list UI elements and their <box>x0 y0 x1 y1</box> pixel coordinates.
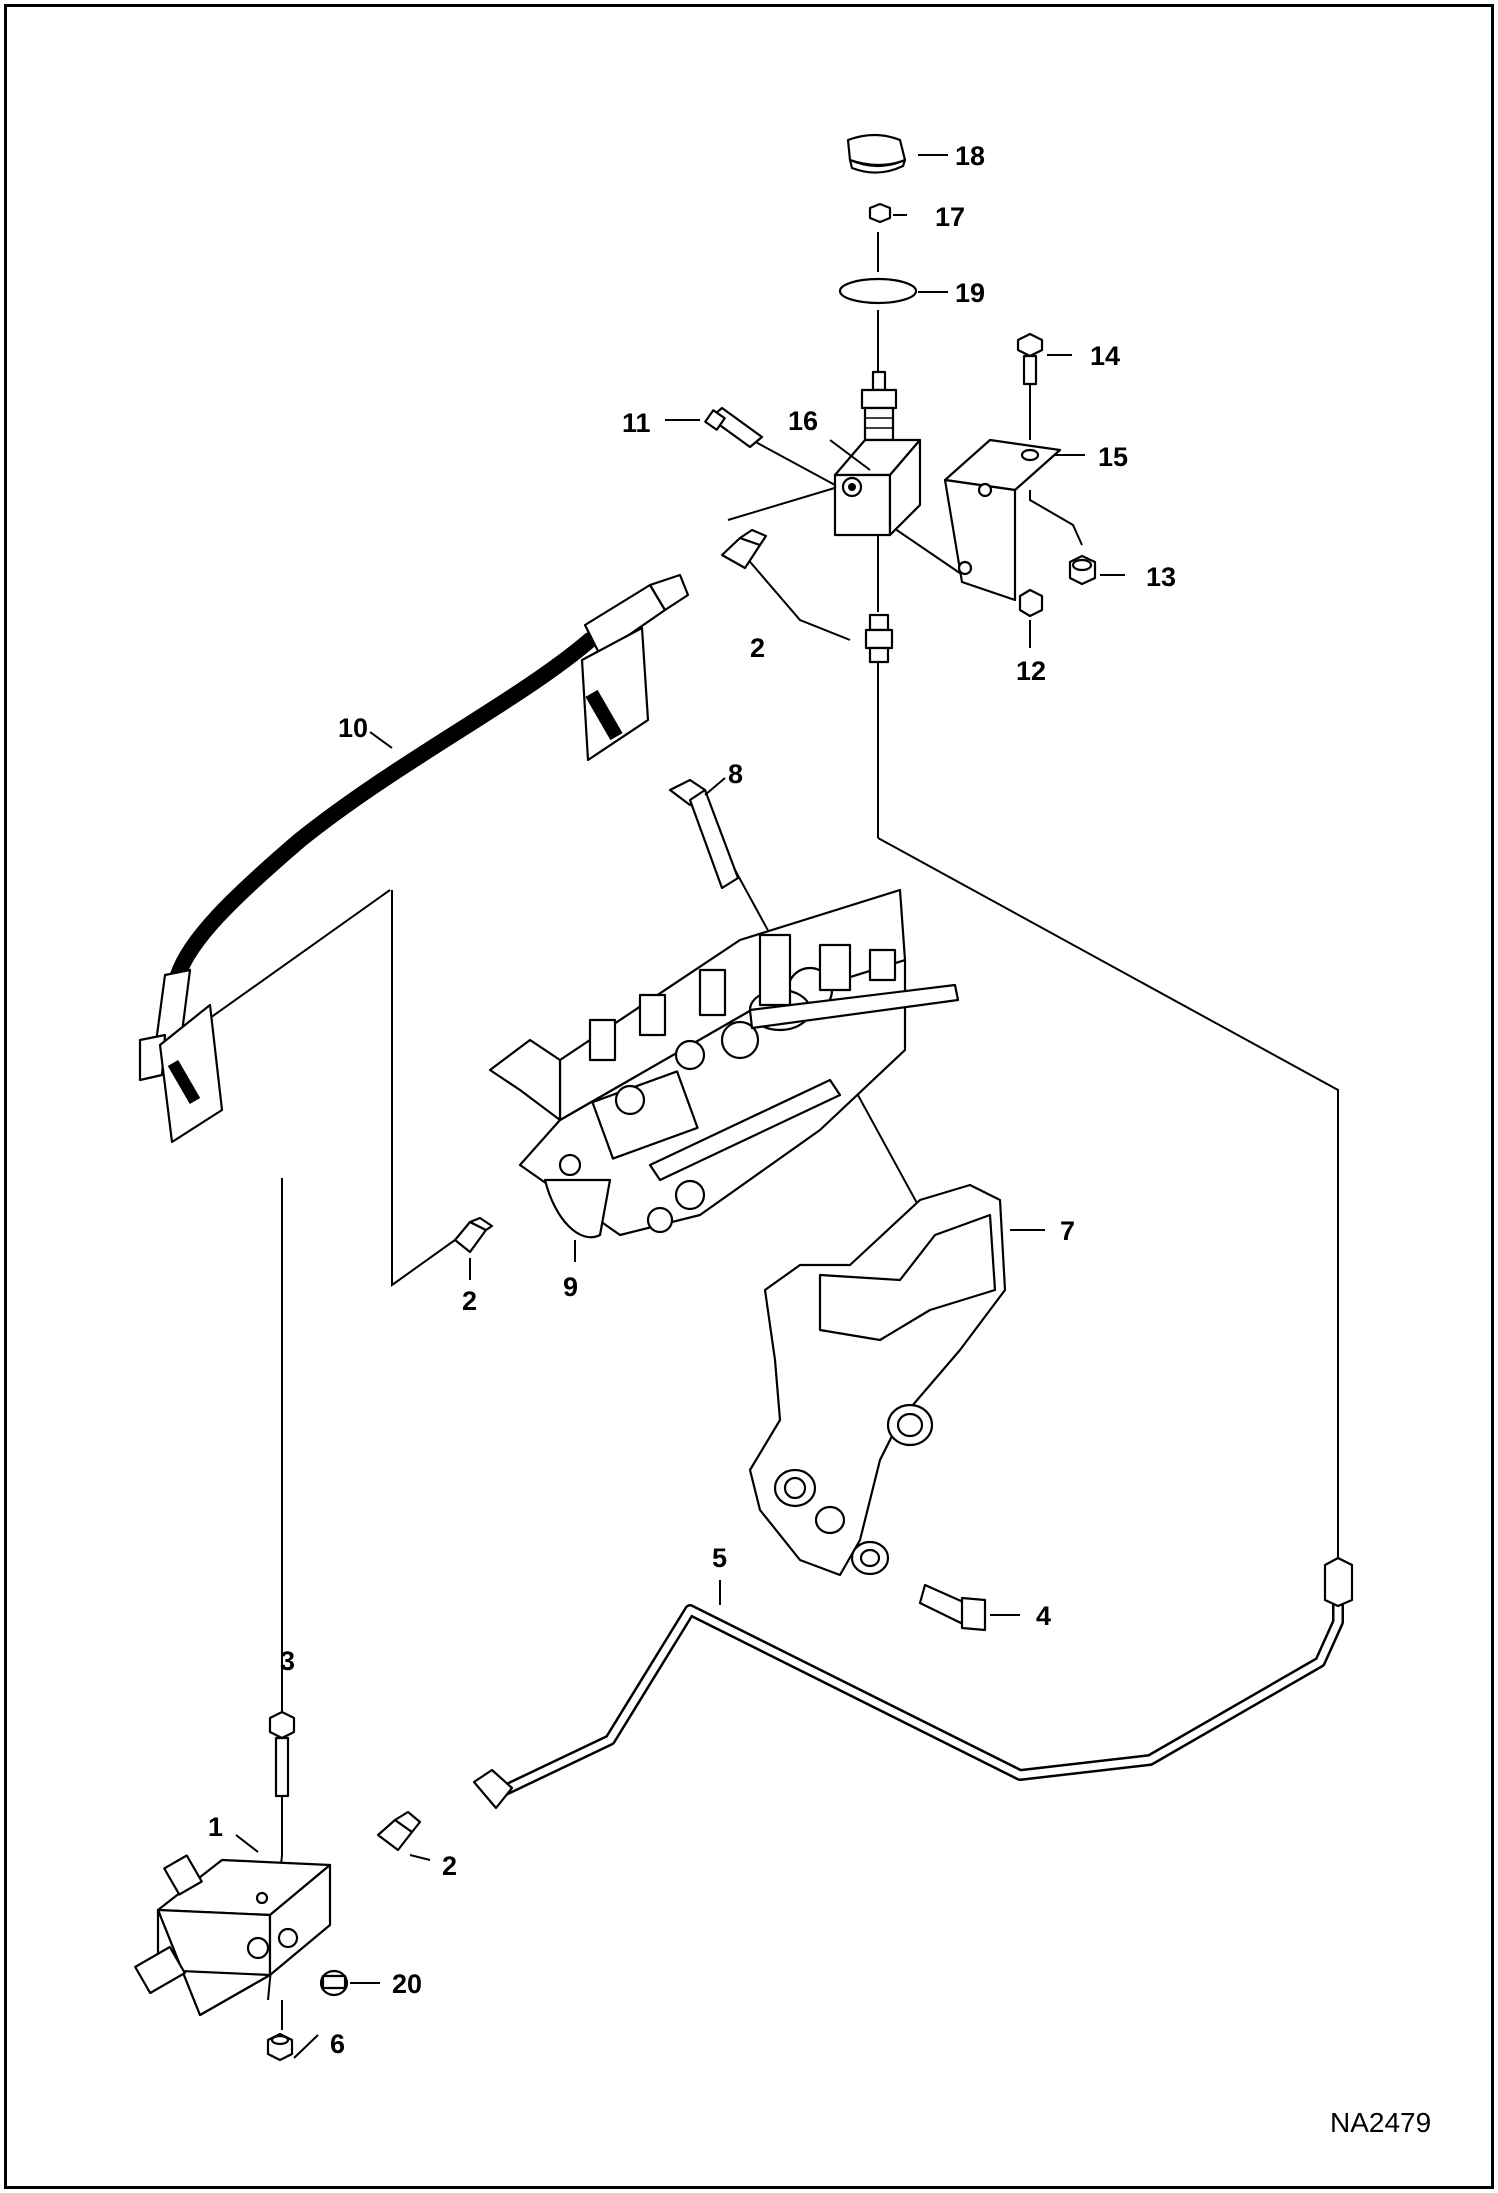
callout-9: 9 <box>563 1272 578 1302</box>
callout-20: 20 <box>392 1969 422 1999</box>
callout-3: 3 <box>280 1646 295 1676</box>
fitting-part-2-middle <box>453 1216 494 1254</box>
nut-part-13 <box>1068 554 1097 586</box>
callout-11: 11 <box>622 408 651 438</box>
valve-block-part-16 <box>833 370 922 537</box>
callout-17: 17 <box>935 202 965 232</box>
callout-leaders <box>235 154 1125 2059</box>
bolt-part-14 <box>1016 332 1044 386</box>
callout-8: 8 <box>728 759 743 789</box>
block-part-1 <box>134 1854 332 2017</box>
callout-7: 7 <box>1060 1216 1075 1246</box>
callout-12: 12 <box>1016 656 1046 686</box>
callout-6: 6 <box>330 2029 345 2059</box>
fitting-part-2-upper-right <box>864 613 894 664</box>
nut-part-17 <box>868 202 892 224</box>
callout-15: 15 <box>1098 442 1128 472</box>
fitting-part-2-upper-left <box>720 528 768 570</box>
hose-part-10 <box>138 573 690 1144</box>
bracket-part-7 <box>748 1183 1007 1577</box>
callout-14: 14 <box>1090 341 1120 371</box>
valve-assembly-part-9 <box>488 888 960 1239</box>
diagram-frame <box>4 4 1494 2189</box>
callout-18: 18 <box>955 141 985 171</box>
callout-19: 19 <box>955 278 985 308</box>
callout-4: 4 <box>1036 1601 1051 1631</box>
figure-id: NA2479 <box>1330 2107 1431 2138</box>
callout-10: 10 <box>338 713 368 743</box>
callout-2-upper: 2 <box>750 633 765 663</box>
plug-part-20 <box>319 1969 349 1997</box>
nut-part-6 <box>266 2032 294 2062</box>
bolt-part-11 <box>704 406 764 449</box>
callout-5: 5 <box>712 1543 727 1573</box>
nut-part-12 <box>1018 588 1044 618</box>
callout-13: 13 <box>1146 562 1176 592</box>
bracket-part-15 <box>943 438 1062 602</box>
cap-part-18 <box>846 133 907 174</box>
callout-2-lower: 2 <box>442 1851 457 1881</box>
callout-16: 16 <box>788 406 818 436</box>
washer-part-19 <box>838 277 918 305</box>
callout-1: 1 <box>208 1812 223 1842</box>
bolt-part-3 <box>268 1710 296 1798</box>
callout-2-middle: 2 <box>462 1286 477 1316</box>
tube-part-5 <box>472 1556 1354 1810</box>
bolt-part-4 <box>918 1583 987 1632</box>
bolt-part-8 <box>668 778 740 890</box>
fitting-part-2-lower <box>376 1810 422 1852</box>
